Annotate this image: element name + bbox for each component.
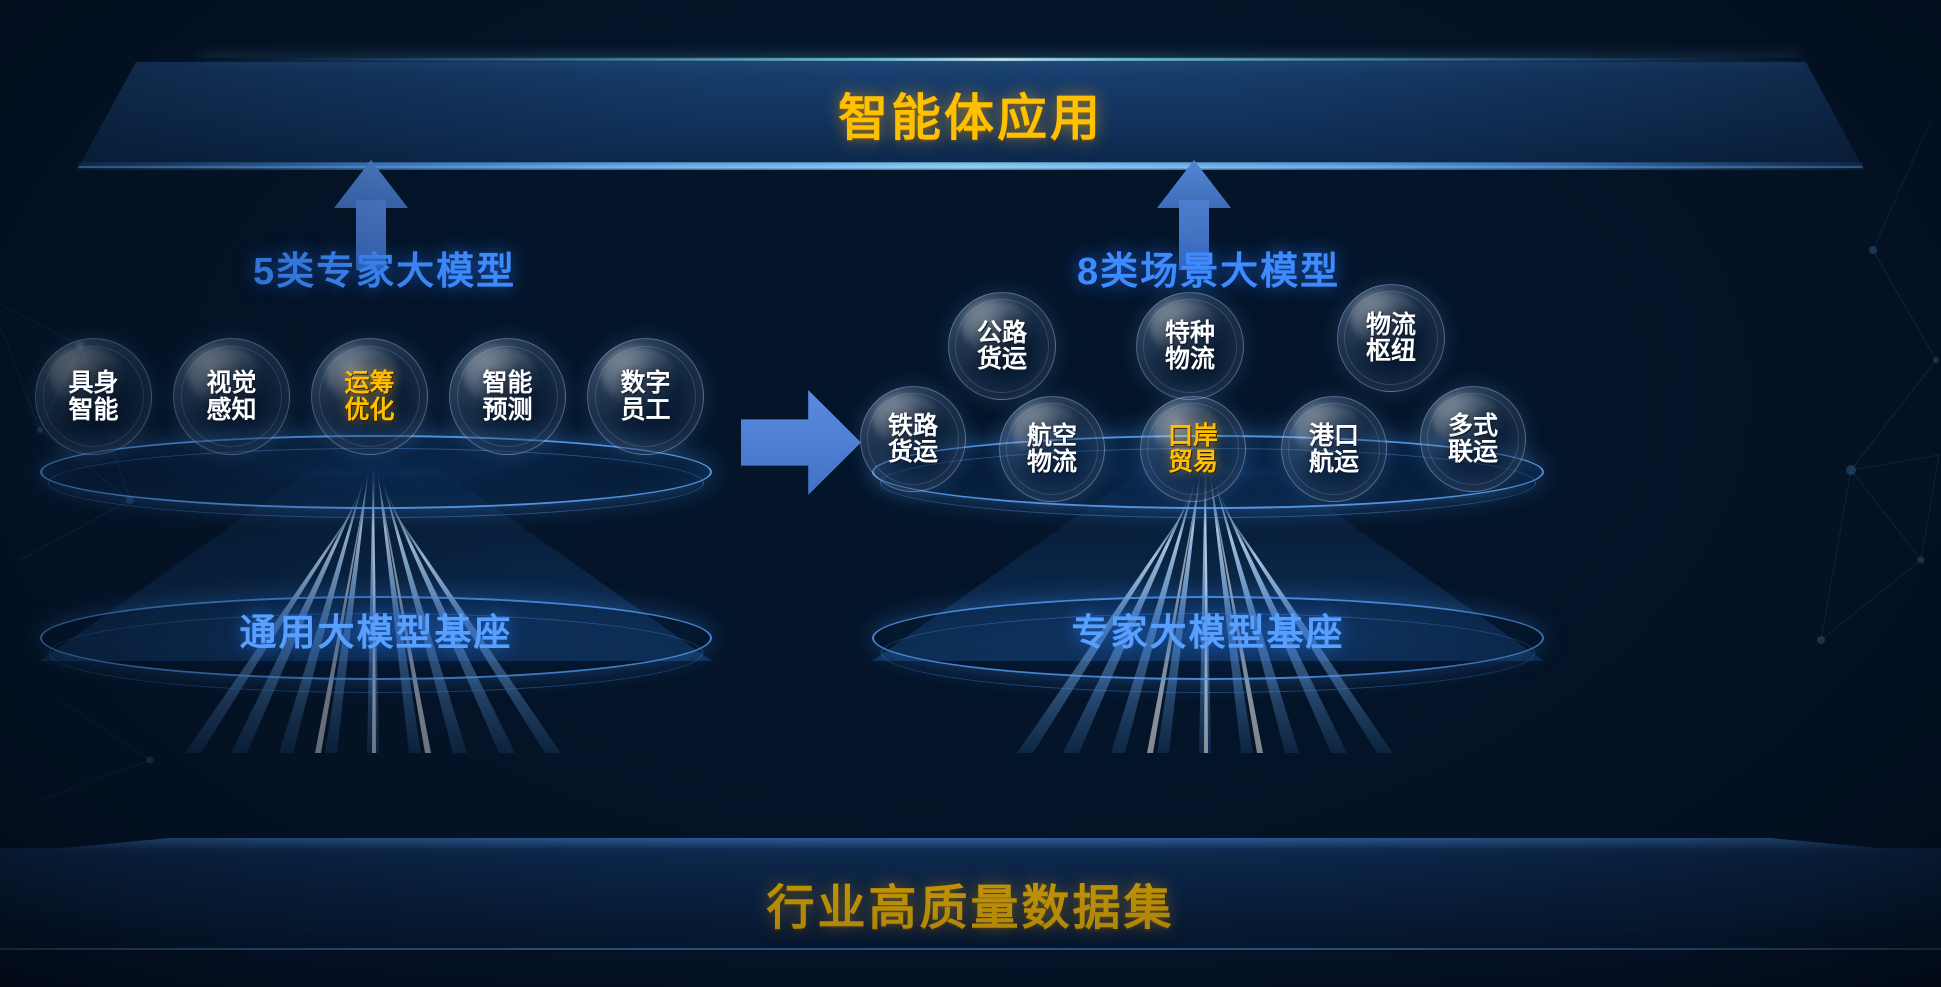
left-platform-label: 通用大模型基座 xyxy=(239,612,513,653)
bubble-label: 多式 联运 xyxy=(1447,411,1498,466)
bubble-label: 口岸 贸易 xyxy=(1167,421,1218,476)
bubble-right-top-1[interactable]: 公路 货运 xyxy=(948,292,1056,400)
right-arrow-icon xyxy=(741,390,861,495)
bubble-left-5[interactable]: 数字 员工 xyxy=(587,338,704,455)
right-platform-label: 专家大模型基座 xyxy=(1071,612,1345,653)
footer-label: 行业高质量数据集 xyxy=(766,882,1175,935)
bubble-left-2[interactable]: 视觉 感知 xyxy=(173,338,290,455)
bubble-label: 物流 枢纽 xyxy=(1365,310,1416,365)
bubble-left-1[interactable]: 具身 智能 xyxy=(35,338,152,455)
bubble-right-bottom-5[interactable]: 多式 联运 xyxy=(1420,386,1526,492)
left-platform: 通用大模型基座 xyxy=(40,435,712,753)
bubble-left-4[interactable]: 智能 预测 xyxy=(449,338,566,455)
right-group-heading: 8类场景大模型 xyxy=(1077,251,1341,293)
top-glow-line xyxy=(200,58,1800,61)
bubble-label: 铁路 货运 xyxy=(887,411,938,466)
bottom-plate-under xyxy=(0,952,1941,987)
bubble-label: 港口 航运 xyxy=(1308,421,1359,476)
arrow-body xyxy=(741,390,861,495)
left-group-heading: 5类专家大模型 xyxy=(253,251,517,293)
left-platform-disc-inner xyxy=(48,448,704,518)
bubble-label: 智能 预测 xyxy=(482,369,533,424)
bubble-right-bottom-1[interactable]: 铁路 货运 xyxy=(860,386,966,492)
bubble-right-top-2[interactable]: 特种 物流 xyxy=(1136,292,1244,400)
bottom-platform: 行业高质量数据集 xyxy=(0,838,1941,987)
bubble-label: 航空 物流 xyxy=(1026,421,1077,476)
bubble-right-bottom-2[interactable]: 航空 物流 xyxy=(999,396,1105,502)
bubble-label: 公路 货运 xyxy=(976,318,1027,373)
bubble-right-top-3[interactable]: 物流 枢纽 xyxy=(1337,284,1445,392)
bubble-label: 视觉 感知 xyxy=(206,369,257,424)
bubble-left-3[interactable]: 运筹 优化 xyxy=(311,338,428,455)
bubble-label: 具身 智能 xyxy=(68,369,119,424)
bubble-label: 运筹 优化 xyxy=(344,369,395,424)
bubble-right-bottom-4[interactable]: 港口 航运 xyxy=(1281,396,1387,502)
bubble-label: 特种 物流 xyxy=(1164,318,1215,373)
bubble-right-bottom-3[interactable]: 口岸 贸易 xyxy=(1140,396,1246,502)
top-plate-edge xyxy=(78,162,1863,170)
page-title: 智能体应用 xyxy=(838,90,1103,146)
bubble-label: 数字 员工 xyxy=(620,369,671,424)
